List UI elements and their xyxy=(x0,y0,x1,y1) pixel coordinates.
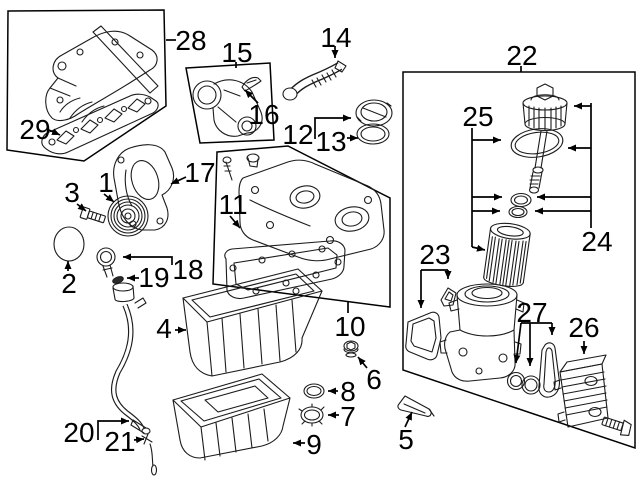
part-crankshaft-pulley xyxy=(107,195,149,237)
box-valve-cover xyxy=(212,145,391,308)
callout-17-label[interactable]: 17 xyxy=(184,157,215,188)
part-cooler-bolt xyxy=(601,416,632,436)
part-seal-cover xyxy=(53,226,85,262)
callout-25-label[interactable]: 25 xyxy=(462,101,493,132)
callout-5-label[interactable]: 5 xyxy=(398,424,414,455)
part-seal-ring-8 xyxy=(303,383,325,399)
callout-line-6 xyxy=(357,356,368,369)
callout-line-17 xyxy=(170,176,187,185)
callout-line-25-d xyxy=(471,244,486,252)
part-cap-stem xyxy=(528,130,548,194)
part-intake-manifold xyxy=(45,25,159,123)
part-upper-oil-pan xyxy=(182,268,323,377)
callout-13-label[interactable]: 13 xyxy=(315,126,346,157)
part-housing-gasket-large xyxy=(405,311,442,361)
part-cover-clip xyxy=(241,76,262,92)
callout-21-label[interactable]: 21 xyxy=(104,426,135,457)
box-timing-belt-cover xyxy=(185,62,275,144)
callout-line-5 xyxy=(404,411,413,428)
callout-6-label[interactable]: 6 xyxy=(366,364,382,395)
part-oil-cooler xyxy=(553,354,609,428)
callout-line-11 xyxy=(229,215,241,229)
part-filter-housing xyxy=(439,283,525,382)
callout-4-label[interactable]: 4 xyxy=(156,313,172,344)
callout-28-label[interactable]: 28 xyxy=(175,25,206,56)
part-valve-cover-gasket xyxy=(224,240,346,300)
callout-lines xyxy=(48,39,592,447)
callout-1-label[interactable]: 1 xyxy=(98,167,114,198)
part-upper-timing-cover xyxy=(192,79,263,137)
callout-29-label[interactable]: 29 xyxy=(19,114,50,145)
callout-3-label[interactable]: 3 xyxy=(64,177,80,208)
part-oil-filler-cap xyxy=(355,99,393,127)
callout-line-27-a xyxy=(513,322,522,364)
callout-12-label[interactable]: 12 xyxy=(282,119,313,150)
part-cap-oring xyxy=(510,128,564,158)
callout-line-18 xyxy=(123,253,173,265)
callout-line-16 xyxy=(244,89,259,104)
callout-14-label[interactable]: 14 xyxy=(320,22,351,53)
part-lower-oil-pan xyxy=(172,373,291,461)
part-intake-gasket xyxy=(41,93,159,155)
part-oring-27a xyxy=(506,371,526,391)
part-valve-cover xyxy=(222,153,385,262)
callout-26-label[interactable]: 26 xyxy=(568,312,599,343)
callout-16-label[interactable]: 16 xyxy=(248,99,279,130)
callout-line-1 xyxy=(103,193,115,203)
part-pulley-bolt xyxy=(79,206,106,224)
callout-10-label[interactable]: 10 xyxy=(334,311,365,342)
part-seal-ring-7 xyxy=(298,403,325,427)
callout-line-21 xyxy=(133,436,145,444)
callout-2-label[interactable]: 2 xyxy=(61,268,77,299)
callout-labels: 1 2 3 4 5 6 7 8 9 10 11 12 13 14 15 16 1… xyxy=(19,22,612,460)
box-intake-manifold xyxy=(6,9,167,162)
callout-27-label[interactable]: 27 xyxy=(516,297,547,328)
part-dipstick xyxy=(96,247,158,476)
callout-line-29 xyxy=(48,128,61,136)
part-oil-spray-jet xyxy=(397,395,435,417)
callout-line-20 xyxy=(97,417,129,440)
part-small-oring-a xyxy=(510,192,532,208)
box-oil-filter-housing xyxy=(402,71,636,450)
part-housing-gasket-small xyxy=(440,287,457,307)
part-filler-cap-seal xyxy=(356,123,390,145)
callout-23-label[interactable]: 23 xyxy=(419,239,450,270)
callout-18-label[interactable]: 18 xyxy=(172,254,203,285)
callout-line-12 xyxy=(314,114,351,139)
callout-7-label[interactable]: 7 xyxy=(340,401,356,432)
grouping-boxes xyxy=(6,9,636,450)
callout-8-label[interactable]: 8 xyxy=(340,376,356,407)
part-oring-27b xyxy=(521,375,541,395)
part-drain-plug xyxy=(343,340,359,358)
callout-22-label[interactable]: 22 xyxy=(506,40,537,71)
part-lower-timing-cover xyxy=(113,144,175,231)
callout-9-label[interactable]: 9 xyxy=(306,429,322,460)
callout-line-3 xyxy=(76,203,87,212)
part-small-oring-b xyxy=(508,205,528,219)
part-breather-hose xyxy=(282,60,347,101)
part-filter-cap xyxy=(522,83,568,132)
callout-20-label[interactable]: 20 xyxy=(63,417,94,448)
callout-11-label[interactable]: 11 xyxy=(218,189,247,220)
callout-19-label[interactable]: 19 xyxy=(138,262,169,293)
part-gasket-27-long xyxy=(538,342,560,398)
part-oil-filter-element xyxy=(483,222,531,287)
callout-24-label[interactable]: 24 xyxy=(581,226,612,257)
callout-15-label[interactable]: 15 xyxy=(221,37,252,68)
